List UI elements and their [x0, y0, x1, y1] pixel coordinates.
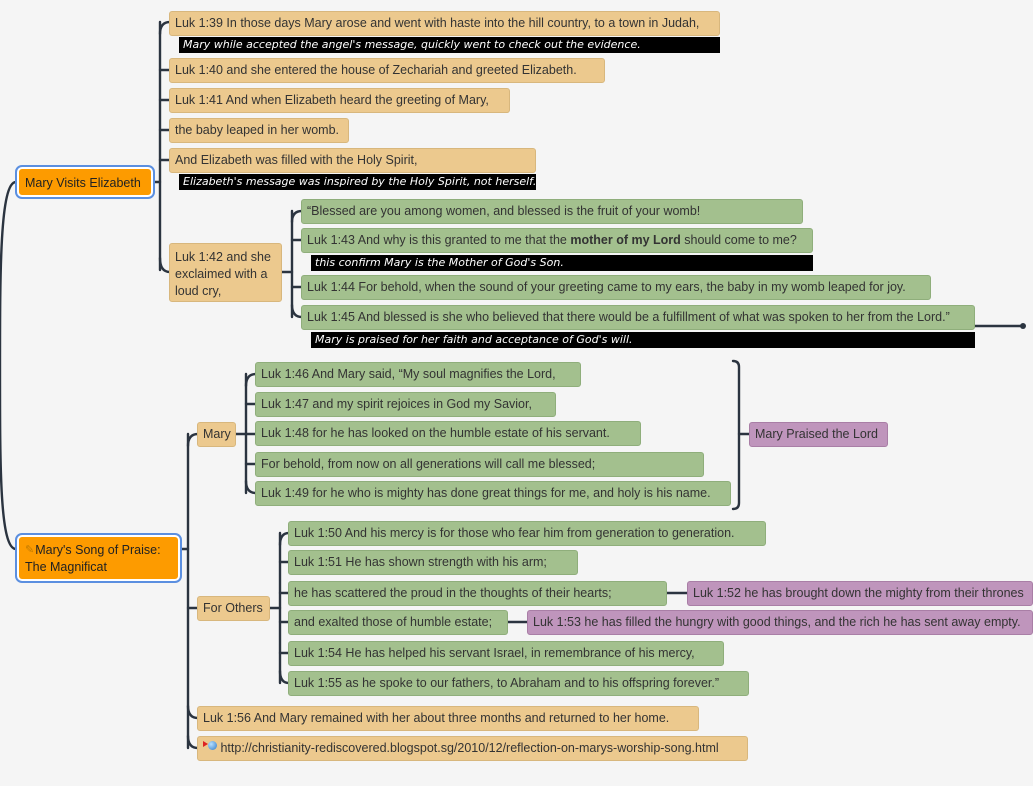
globe-icon: [208, 741, 217, 750]
verse-1-51[interactable]: Luk 1:51 He has shown strength with his …: [288, 550, 578, 575]
verse-1-41c[interactable]: And Elizabeth was filled with the Holy S…: [169, 148, 536, 173]
verse-1-56[interactable]: Luk 1:56 And Mary remained with her abou…: [197, 706, 699, 731]
note-1-39: Mary while accepted the angel's message,…: [179, 37, 720, 53]
verse-text: Luk 1:52 he has brought down the mighty …: [693, 586, 1024, 600]
verse-text: Luk 1:39 In those days Mary arose and we…: [175, 16, 700, 30]
verse-1-48[interactable]: Luk 1:48 for he has looked on the humble…: [255, 421, 641, 446]
verse-1-42a[interactable]: “Blessed are you among women, and blesse…: [301, 199, 803, 224]
verse-1-39[interactable]: Luk 1:39 In those days Mary arose and we…: [169, 11, 720, 36]
verse-text: Luk 1:48 for he has looked on the humble…: [261, 426, 610, 440]
verse-1-44[interactable]: Luk 1:44 For behold, when the sound of y…: [301, 275, 931, 300]
subtopic-mary[interactable]: Mary: [197, 422, 236, 447]
verse-1-40[interactable]: Luk 1:40 and she entered the house of Ze…: [169, 58, 605, 83]
subtopic-for-others[interactable]: For Others: [197, 596, 270, 621]
verse-1-45[interactable]: Luk 1:45 And blessed is she who believed…: [301, 305, 975, 330]
verse-text: Luk 1:49 for he who is mighty has done g…: [261, 486, 711, 500]
note-1-41c: Elizabeth's message was inspired by the …: [179, 174, 536, 190]
verse-text: he has scattered the proud in the though…: [294, 586, 612, 600]
verse-text: Luk 1:47 and my spirit rejoices in God m…: [261, 397, 532, 411]
verse-1-54[interactable]: Luk 1:54 He has helped his servant Israe…: [288, 641, 724, 666]
verse-1-47[interactable]: Luk 1:47 and my spirit rejoices in God m…: [255, 392, 556, 417]
subtopic-label: For Others: [203, 601, 263, 615]
flag-icon: [203, 741, 208, 747]
verse-1-55[interactable]: Luk 1:55 as he spoke to our fathers, to …: [288, 671, 749, 696]
subtopic-label: Mary: [203, 427, 231, 441]
verse-1-41[interactable]: Luk 1:41 And when Elizabeth heard the gr…: [169, 88, 510, 113]
verse-text: Luk 1:55 as he spoke to our fathers, to …: [294, 676, 720, 690]
verse-text: Luk 1:53 he has filled the hungry with g…: [533, 615, 1021, 629]
verse-text: Luk 1:43 And why is this granted to me t…: [307, 233, 571, 247]
topic-mary-visits-elizabeth[interactable]: Mary Visits Elizabeth: [15, 165, 155, 199]
topic-label: Mary Visits Elizabeth: [25, 176, 141, 190]
verse-1-53[interactable]: Luk 1:53 he has filled the hungry with g…: [527, 610, 1033, 635]
note-1-45: Mary is praised for her faith and accept…: [311, 332, 975, 348]
verse-1-52[interactable]: Luk 1:52 he has brought down the mighty …: [687, 581, 1033, 606]
verse-text: Luk 1:54 He has helped his servant Israe…: [294, 646, 695, 660]
verse-1-50[interactable]: Luk 1:50 And his mercy is for those who …: [288, 521, 766, 546]
verse-text: Luk 1:42 and she exclaimed with a loud c…: [175, 250, 271, 298]
verse-text: Luk 1:40 and she entered the house of Ze…: [175, 63, 577, 77]
topic-marys-song[interactable]: ✎Mary's Song of Praise: The Magnificat: [15, 533, 182, 583]
summary-text: Mary Praised the Lord: [755, 427, 878, 441]
verse-text: For behold, from now on all generations …: [261, 457, 596, 471]
magic-wand-icon: ✎: [25, 544, 35, 556]
summary-mary-praised[interactable]: Mary Praised the Lord: [749, 422, 888, 447]
verse-text: and exalted those of humble estate;: [294, 615, 493, 629]
topic-label: Mary's Song of Praise: The Magnificat: [25, 543, 161, 574]
verse-1-46[interactable]: Luk 1:46 And Mary said, “My soul magnifi…: [255, 362, 581, 387]
verse-1-51b[interactable]: he has scattered the proud in the though…: [288, 581, 667, 606]
verse-1-52b[interactable]: and exalted those of humble estate;: [288, 610, 508, 635]
verse-text: Luk 1:45 And blessed is she who believed…: [307, 310, 950, 324]
link-text[interactable]: http://christianity-rediscovered.blogspo…: [220, 741, 719, 755]
verse-text: the baby leaped in her womb.: [175, 123, 339, 137]
verse-text: Luk 1:46 And Mary said, “My soul magnifi…: [261, 367, 556, 381]
verse-text: “Blessed are you among women, and blesse…: [307, 204, 701, 218]
verse-text: Luk 1:50 And his mercy is for those who …: [294, 526, 735, 540]
verse-1-41b[interactable]: the baby leaped in her womb.: [169, 118, 349, 143]
verse-1-43[interactable]: Luk 1:43 And why is this granted to me t…: [301, 228, 813, 253]
verse-text-end: should come to me?: [680, 233, 797, 247]
verse-text: Luk 1:51 He has shown strength with his …: [294, 555, 547, 569]
reference-link[interactable]: http://christianity-rediscovered.blogspo…: [197, 736, 748, 761]
verse-1-49[interactable]: Luk 1:49 for he who is mighty has done g…: [255, 481, 731, 506]
verse-text: Luk 1:41 And when Elizabeth heard the gr…: [175, 93, 489, 107]
verse-bold-text: mother of my Lord: [570, 233, 681, 247]
verse-text: Luk 1:44 For behold, when the sound of y…: [307, 280, 906, 294]
note-1-43: this confirm Mary is the Mother of God's…: [311, 255, 813, 271]
verse-text: Luk 1:56 And Mary remained with her abou…: [203, 711, 670, 725]
verse-1-48b[interactable]: For behold, from now on all generations …: [255, 452, 704, 477]
verse-text: And Elizabeth was filled with the Holy S…: [175, 153, 418, 167]
verse-1-42[interactable]: Luk 1:42 and she exclaimed with a loud c…: [169, 243, 282, 302]
